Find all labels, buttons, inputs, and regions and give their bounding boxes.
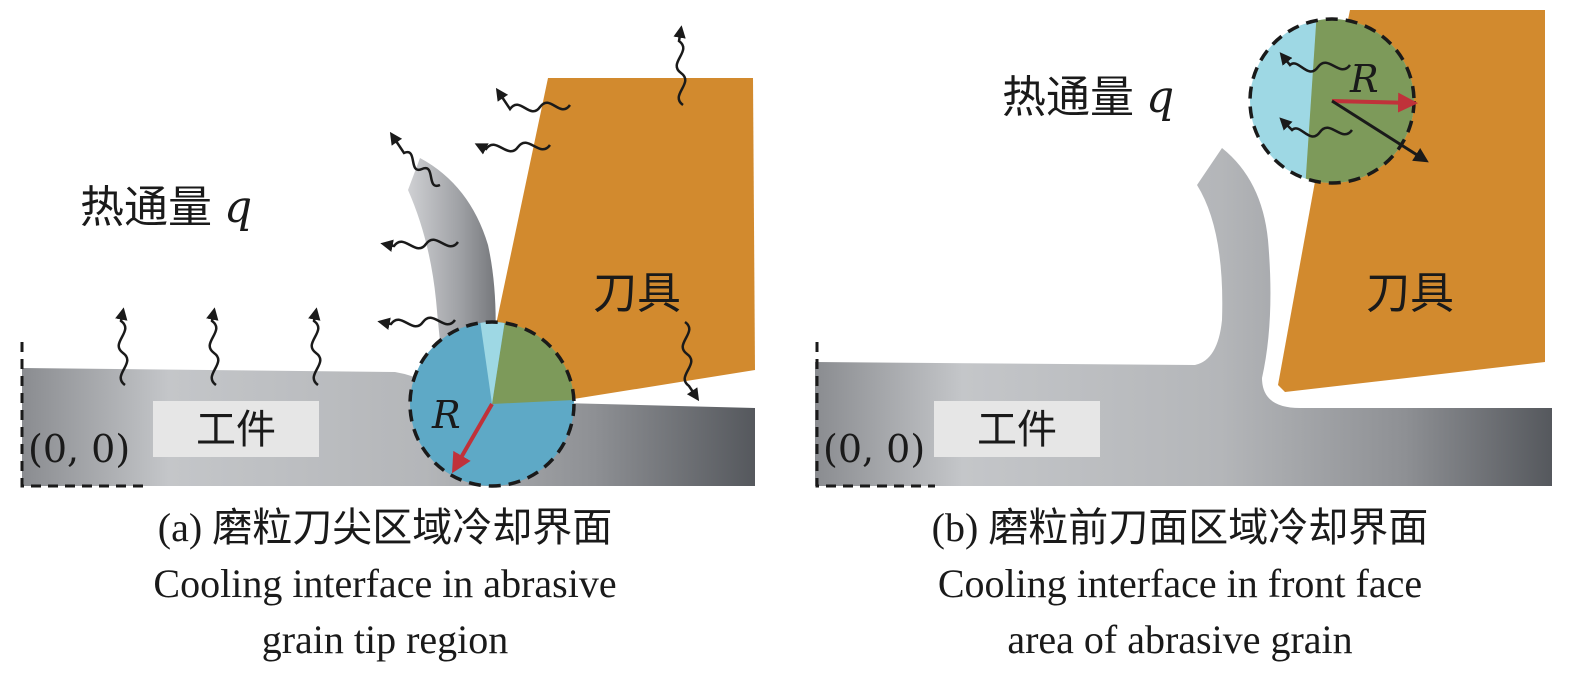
caption-a-en-line1: Cooling interface in abrasive bbox=[153, 561, 617, 606]
caption-a: (a) 磨粒刀尖区域冷却界面 Cooling interface in abra… bbox=[40, 500, 730, 668]
origin-label-b: (0, 0) bbox=[823, 427, 925, 471]
caption-a-en-line2: grain tip region bbox=[261, 617, 509, 662]
caption-b-cn: (b) 磨粒前刀面区域冷却界面 bbox=[931, 505, 1429, 550]
heat-wave-arrow-icon bbox=[115, 25, 700, 402]
caption-b: (b) 磨粒前刀面区域冷却界面 Cooling interface in fro… bbox=[830, 500, 1530, 668]
radius-label-a: R bbox=[431, 393, 461, 437]
workpiece-label-box-a bbox=[153, 401, 319, 457]
workpiece-label-a: 工件 bbox=[196, 407, 276, 453]
heat-wave-arrow-icon bbox=[1279, 52, 1354, 138]
tool-label-a: 刀具 bbox=[593, 268, 681, 319]
radius-arrow-icon bbox=[1331, 92, 1418, 113]
workpiece-label-b: 工件 bbox=[977, 407, 1057, 453]
origin-axes-a bbox=[20, 342, 145, 488]
tool-label-b: 刀具 bbox=[1366, 268, 1454, 319]
origin-label-a: (0, 0) bbox=[28, 427, 130, 471]
workpiece-label-box-b bbox=[934, 401, 1100, 457]
origin-axes-b bbox=[815, 342, 935, 488]
heat-direction-arrow-icon bbox=[1331, 99, 1429, 163]
caption-b-en-line2: area of abrasive grain bbox=[1007, 617, 1353, 662]
radius-arrow-icon bbox=[451, 402, 494, 474]
caption-b-en-line1: Cooling interface in front face bbox=[937, 561, 1423, 606]
radius-label-b: R bbox=[1349, 57, 1379, 101]
caption-a-cn: (a) 磨粒刀尖区域冷却界面 bbox=[157, 505, 613, 550]
